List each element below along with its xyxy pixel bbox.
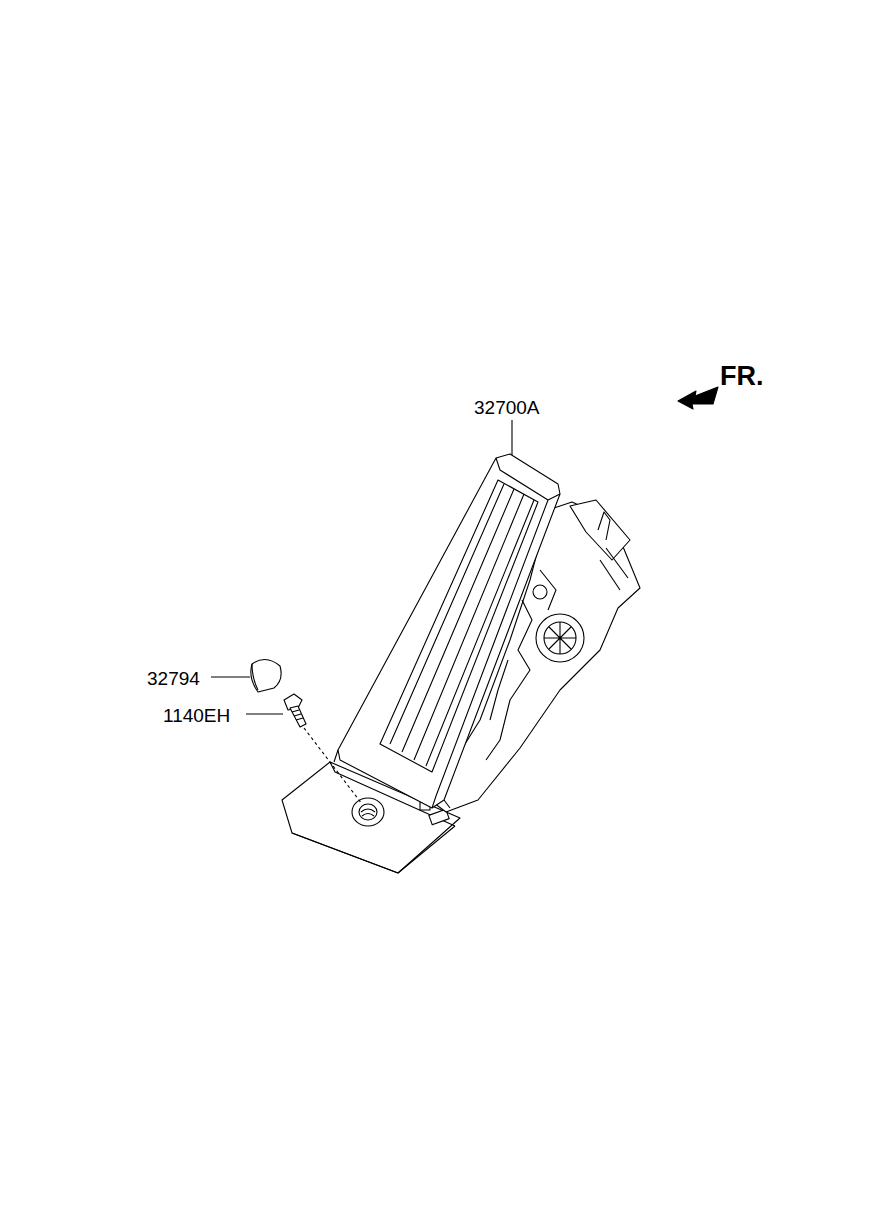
bolt-part [284, 694, 362, 804]
direction-label: FR. [720, 363, 764, 390]
leader-line [511, 420, 512, 456]
part-number: 32700A [474, 398, 540, 417]
cap-part [251, 659, 281, 692]
leader-line [211, 676, 250, 677]
front-arrow [678, 387, 718, 409]
callout-number: 1140EH [163, 706, 230, 725]
pedal-pad [334, 454, 560, 808]
callout-number: 32794 [147, 669, 200, 688]
leader-line [246, 713, 283, 714]
